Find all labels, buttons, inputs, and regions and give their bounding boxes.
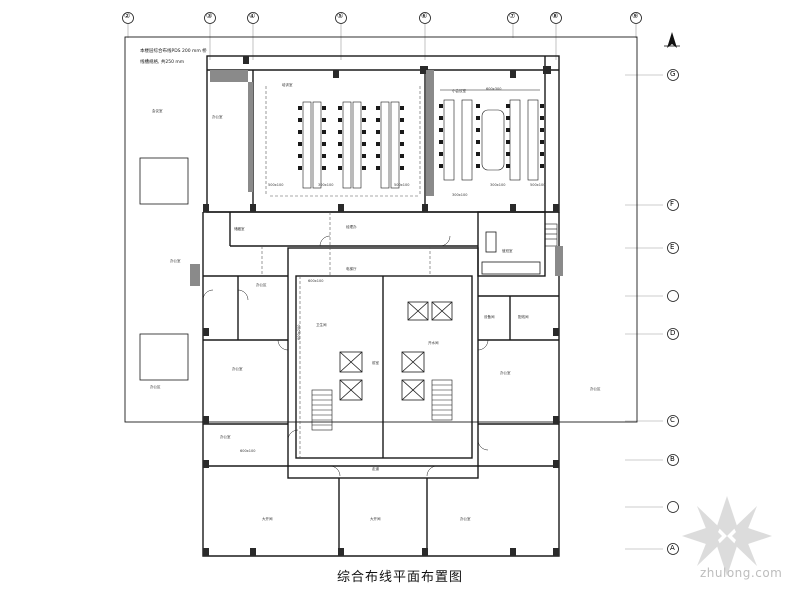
room-label: 走道 [372, 466, 380, 471]
structural-columns [203, 56, 559, 556]
room-label: 小会议室 [452, 88, 466, 93]
drawing-title: 综合布线平面布置图 [336, 570, 463, 585]
dimension-label: 600x200 [297, 325, 301, 340]
grid-label-right: B [670, 455, 675, 463]
grid-label-top: ② [124, 12, 131, 20]
elevator-shafts [339, 301, 453, 401]
dimension-label: 300x100 [318, 183, 333, 187]
dimension-label: 500x100 [268, 183, 283, 187]
grid-label-top: ⑧ [552, 12, 559, 20]
training-room-desks [302, 101, 400, 189]
room-label: 储藏室 [234, 226, 245, 231]
room-label: 办公区 [256, 282, 267, 287]
reception-desk [481, 231, 541, 275]
door-swings [202, 235, 489, 477]
meeting-room-chairs [439, 104, 544, 168]
grid-label-right: F [670, 200, 675, 208]
room-label: 办公室 [460, 516, 471, 521]
room-label: 办公室 [170, 258, 181, 263]
room-label: 电梯厅 [346, 266, 357, 271]
room-label: 值班室 [502, 248, 513, 253]
grid-label-right: D [670, 329, 676, 337]
drawing-notes: 本楼层综合布线PDS 200 mm 桥 线槽规格, 共250 mm [140, 47, 207, 65]
room-label: 大开间 [262, 516, 273, 521]
side-rooms [139, 157, 189, 381]
room-label: 卫生间 [316, 322, 327, 327]
grid-label-top: ⑥ [421, 12, 428, 20]
room-label: 办公室 [220, 434, 231, 439]
dimension-label: 300x100 [452, 193, 467, 197]
meeting-room-table [440, 89, 540, 181]
dimension-label: 500x100 [530, 183, 545, 187]
room-label: 办公室 [232, 366, 243, 371]
grid-bubbles-right [667, 69, 679, 555]
room-label: 设备间 [484, 314, 495, 319]
dimension-label: 600x100 [308, 279, 323, 283]
grid-label-right: C [670, 416, 675, 424]
plan-annotations: 500x100 500x100 300x100 300x100 500x100 … [150, 82, 601, 521]
stairs [311, 223, 558, 431]
note-line: 线槽规格, 共250 mm [140, 58, 184, 65]
cable-trays [261, 86, 431, 458]
room-label: 配线间 [518, 314, 529, 319]
grid-label-right: E [670, 243, 675, 251]
room-label: 办公区 [150, 384, 161, 389]
note-line: 本楼层综合布线PDS 200 mm 桥 [140, 47, 207, 54]
watermark-logo-icon [682, 496, 772, 576]
room-label: 培训室 [282, 82, 293, 87]
room-label: 经理办 [346, 224, 357, 229]
main-floor-walls [202, 211, 560, 557]
grid-label-top: ④ [249, 12, 256, 20]
grid-lines [127, 24, 663, 550]
grid-label-top: ⑦ [509, 12, 516, 20]
room-label: 办公室 [212, 114, 223, 119]
grid-bubbles-top [122, 12, 642, 24]
grid-label-top: ⑤ [337, 12, 344, 20]
dimension-label: 600x100 [240, 449, 255, 453]
room-label: 前室 [372, 360, 380, 365]
training-room-chairs [298, 106, 404, 170]
dimension-label: 600x300 [486, 87, 501, 91]
room-label: 开水间 [428, 340, 439, 345]
upper-block-walls [206, 55, 560, 213]
grid-label-top: ⑨ [632, 12, 639, 20]
hatched-walls [190, 70, 563, 286]
grid-label-right: A [670, 544, 675, 552]
dimension-label: 500x100 [394, 183, 409, 187]
grid-label-top: ③ [206, 12, 213, 20]
room-label: 办公室 [500, 370, 511, 375]
dimension-label: 300x100 [490, 183, 505, 187]
room-label: 大开间 [370, 516, 381, 521]
room-label: 办公区 [590, 386, 601, 391]
watermark-text: zhulong.com [700, 566, 783, 580]
north-arrow-icon [664, 32, 680, 48]
grid-label-right: G [670, 70, 676, 78]
room-label: 会议室 [152, 108, 163, 113]
site-boundary [124, 36, 638, 423]
